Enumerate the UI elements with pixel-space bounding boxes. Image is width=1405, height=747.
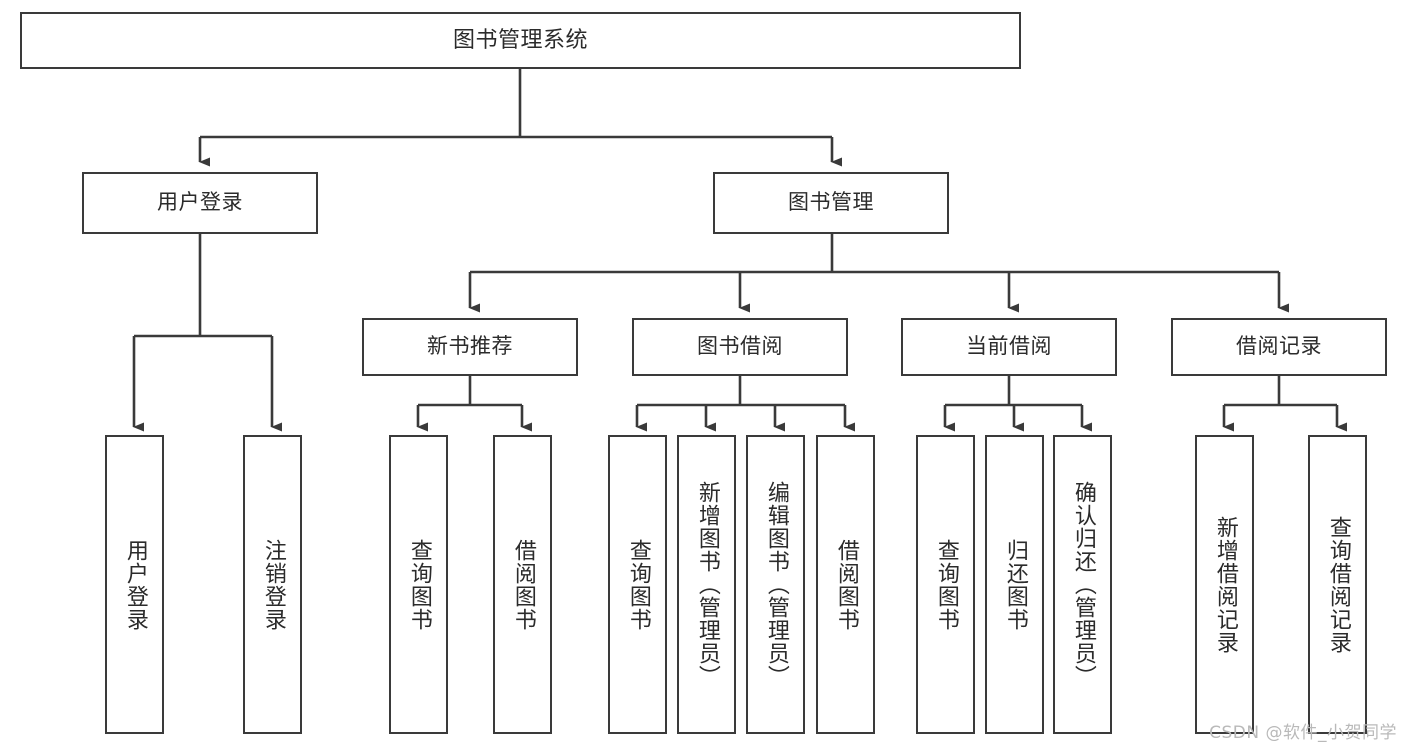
- node-book-borrowing[interactable]: 图书借阅: [632, 318, 848, 376]
- leaf-add-borrow-record[interactable]: 新增借阅记录: [1195, 435, 1254, 734]
- node-label: 图书管理系统: [452, 27, 588, 53]
- leaf-logout-login[interactable]: 注销登录: [243, 435, 302, 734]
- node-label: 新书推荐: [427, 334, 513, 359]
- node-label: 确认归还（管理员）: [1070, 481, 1096, 688]
- leaf-borrow-book-borrowing[interactable]: 借阅图书: [816, 435, 875, 734]
- node-label: 查询图书: [406, 538, 432, 631]
- node-label: 编辑图书（管理员）: [763, 481, 789, 688]
- leaf-add-book-admin[interactable]: 新增图书（管理员）: [677, 435, 736, 734]
- node-label: 查询图书: [625, 538, 651, 631]
- node-book-management[interactable]: 图书管理: [713, 172, 949, 234]
- node-label: 新增图书（管理员）: [694, 481, 720, 688]
- leaf-edit-book-admin[interactable]: 编辑图书（管理员）: [746, 435, 805, 734]
- leaf-user-login[interactable]: 用户登录: [105, 435, 164, 734]
- node-label: 查询图书: [933, 538, 959, 631]
- node-label: 图书借阅: [697, 334, 783, 359]
- node-root-book-management-system[interactable]: 图书管理系统: [20, 12, 1021, 69]
- node-label: 借阅图书: [833, 538, 859, 631]
- node-label: 当前借阅: [966, 334, 1052, 359]
- node-label: 用户登录: [157, 190, 243, 215]
- leaf-borrow-book-new-book[interactable]: 借阅图书: [493, 435, 552, 734]
- node-label: 查询借阅记录: [1325, 515, 1351, 654]
- node-label: 归还图书: [1002, 538, 1028, 631]
- leaf-confirm-return-admin[interactable]: 确认归还（管理员）: [1053, 435, 1112, 734]
- node-label: 图书管理: [788, 190, 874, 215]
- leaf-query-book-current[interactable]: 查询图书: [916, 435, 975, 734]
- node-label: 用户登录: [122, 538, 148, 631]
- node-label: 借阅记录: [1236, 334, 1322, 359]
- node-label: 借阅图书: [510, 538, 536, 631]
- node-current-borrowing[interactable]: 当前借阅: [901, 318, 1117, 376]
- csdn-watermark: CSDN @软件_小贺同学: [1209, 723, 1397, 743]
- leaf-query-book-new-book[interactable]: 查询图书: [389, 435, 448, 734]
- node-label: 新增借阅记录: [1212, 515, 1238, 654]
- node-user-login[interactable]: 用户登录: [82, 172, 318, 234]
- leaf-return-book[interactable]: 归还图书: [985, 435, 1044, 734]
- leaf-query-book-borrowing[interactable]: 查询图书: [608, 435, 667, 734]
- node-new-book-recommendation[interactable]: 新书推荐: [362, 318, 578, 376]
- node-label: 注销登录: [260, 538, 286, 631]
- leaf-query-borrow-record[interactable]: 查询借阅记录: [1308, 435, 1367, 734]
- node-borrowing-record[interactable]: 借阅记录: [1171, 318, 1387, 376]
